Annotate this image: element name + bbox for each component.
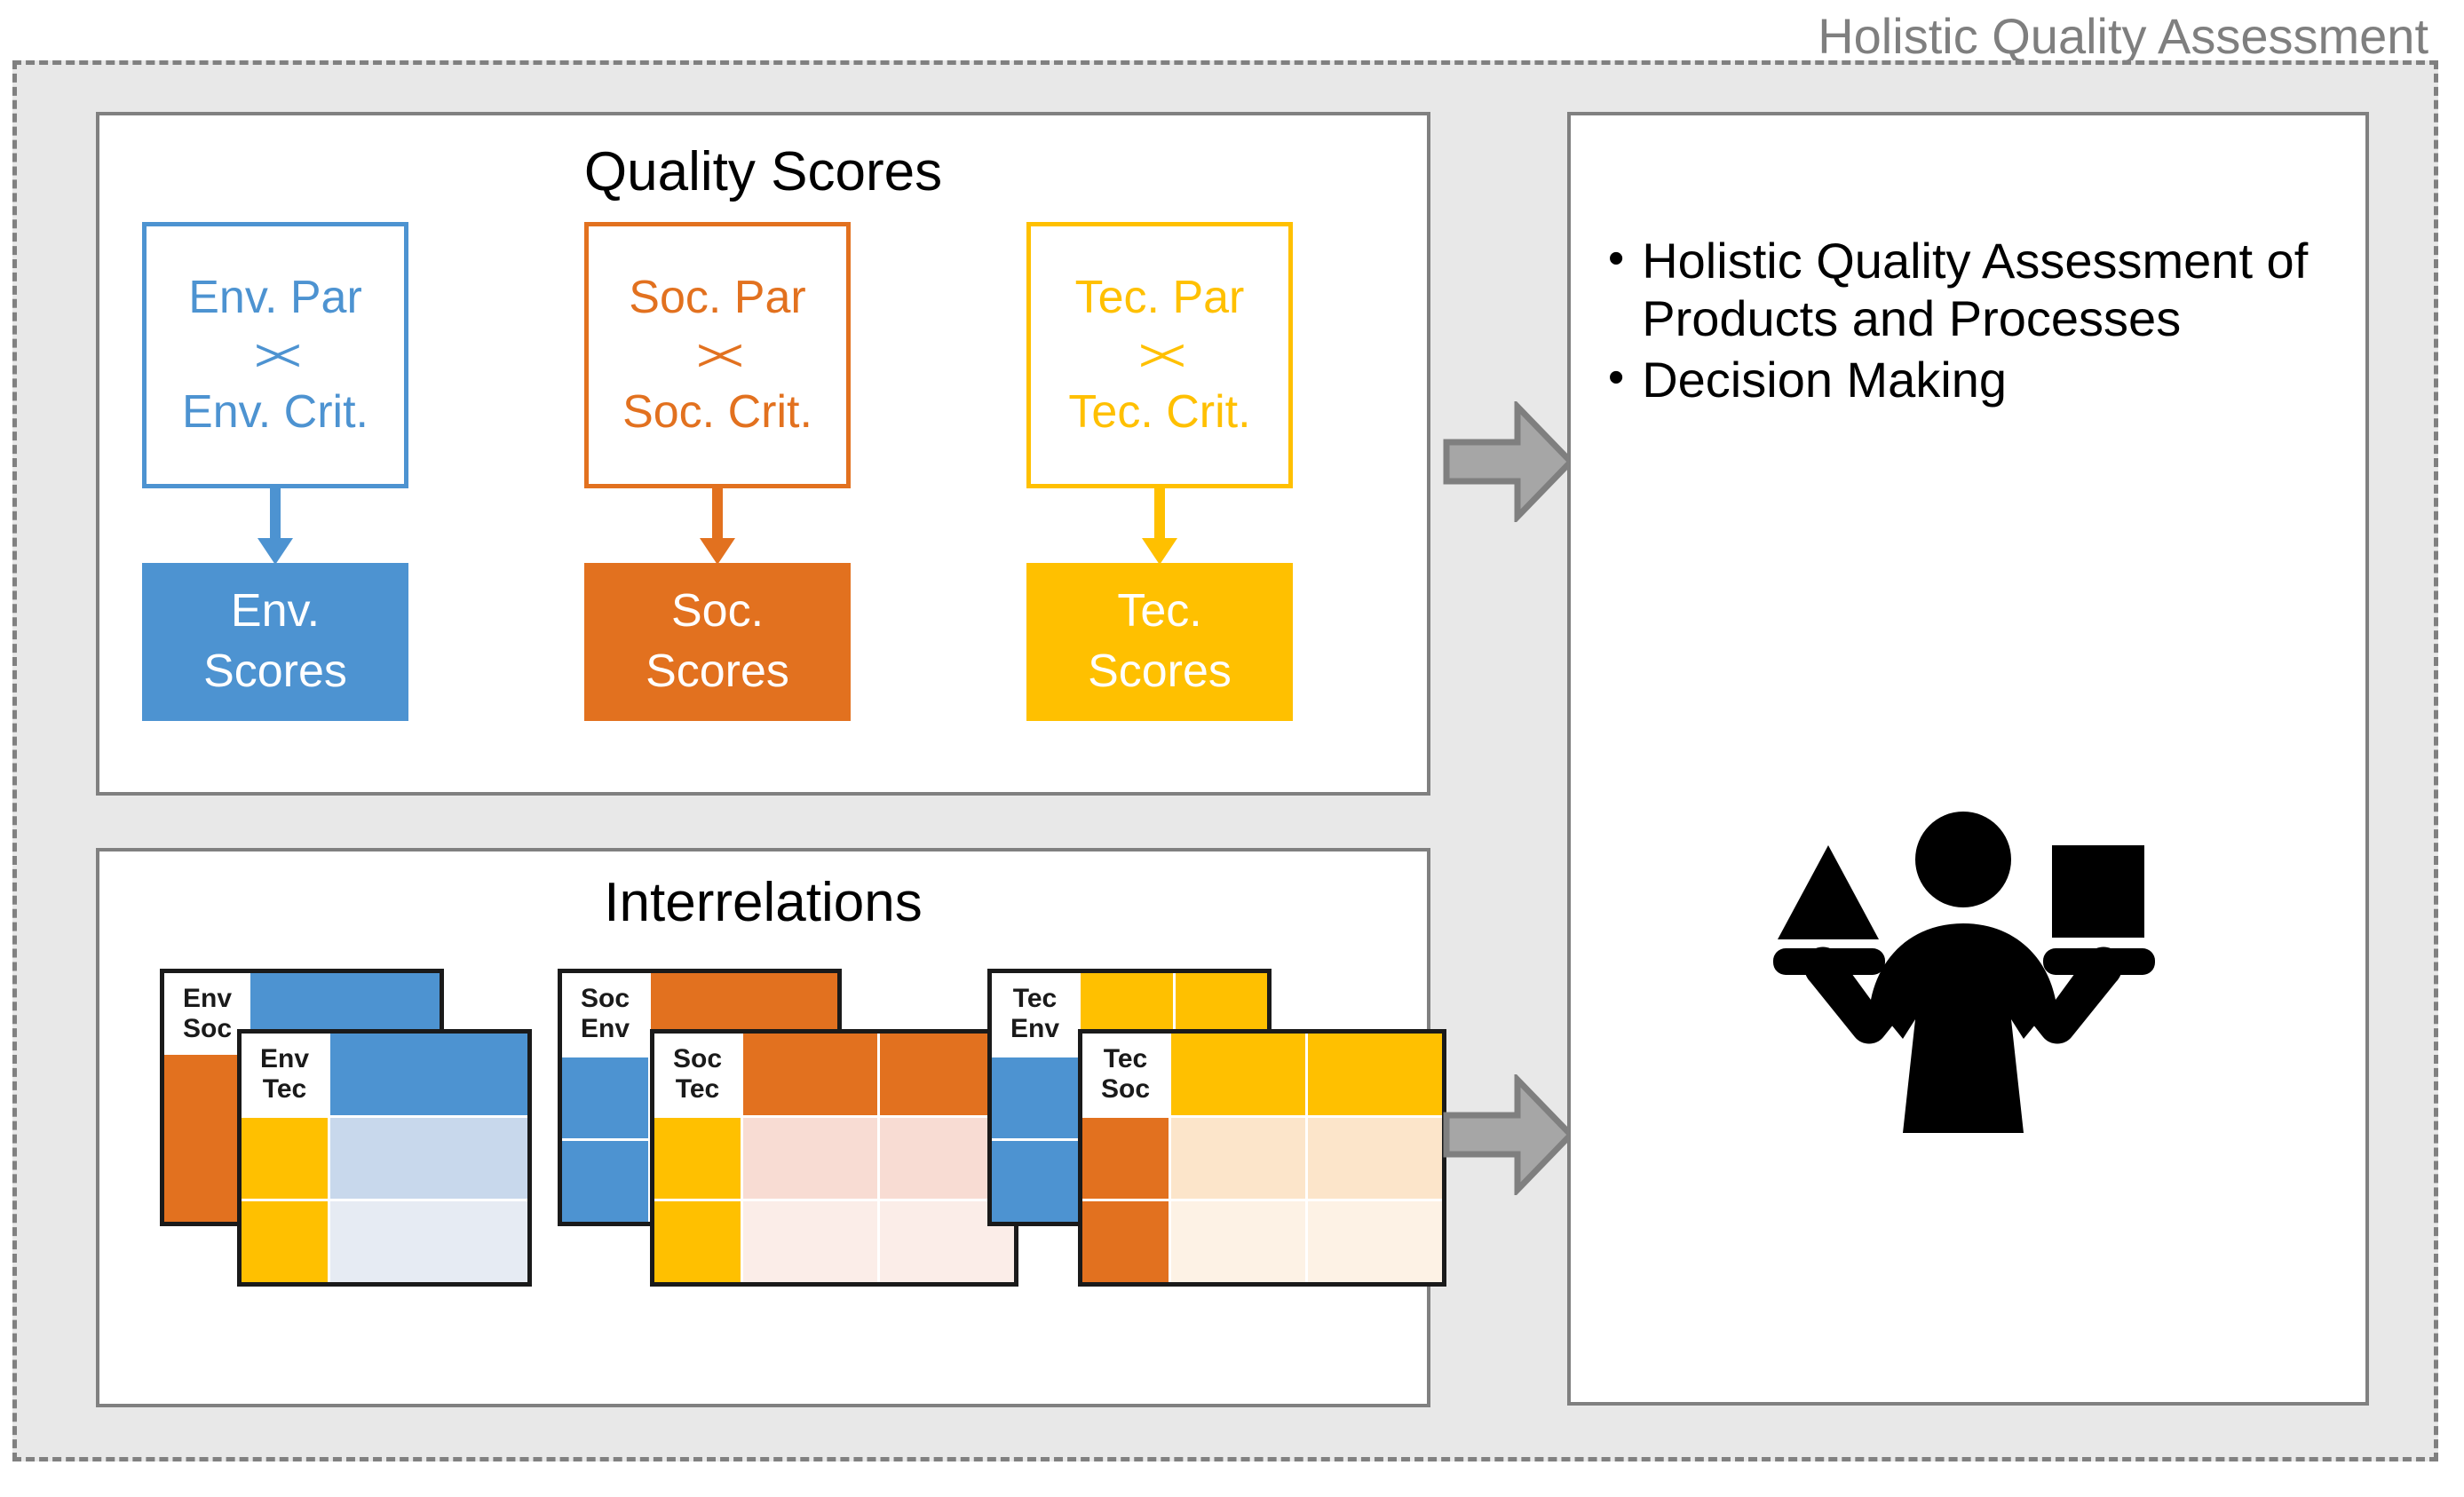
matrix-tec-soc[interactable]: Tec Soc bbox=[1078, 1029, 1446, 1287]
arrow-right-quality-to-output-icon bbox=[1443, 401, 1574, 522]
criteria-box-tec[interactable]: Tec. Par >< Tec. Crit. bbox=[1026, 222, 1293, 488]
matrix-tec-soc-cell-1-2 bbox=[1308, 1118, 1442, 1199]
matrix-env-tec-cell-2 bbox=[330, 1201, 527, 1282]
matrix-tec-env-row-header-1 bbox=[992, 1057, 1078, 1138]
matrix-tec-soc-label: Tec Soc bbox=[1082, 1034, 1169, 1115]
matrix-soc-tec-cell-1-1 bbox=[743, 1118, 877, 1199]
output-bullet-item-1: • Holistic Quality Assessment of Product… bbox=[1608, 233, 2336, 348]
score-box-soc-line2: Scores bbox=[646, 646, 789, 697]
output-bullet-list: • Holistic Quality Assessment of Product… bbox=[1608, 233, 2336, 413]
criteria-box-tec-criteria: Tec. Crit. bbox=[1068, 386, 1251, 439]
criteria-box-soc-parameter: Soc. Par bbox=[629, 272, 806, 324]
criteria-box-soc-operator: >< bbox=[696, 329, 743, 380]
score-box-soc-line1: Soc. bbox=[670, 585, 765, 638]
output-bullet-item-2: • Decision Making bbox=[1608, 352, 2336, 409]
bullet-dot-icon: • bbox=[1608, 233, 1625, 284]
criteria-box-soc-criteria: Soc. Crit. bbox=[622, 386, 812, 439]
score-box-tec[interactable]: Tec. Scores bbox=[1026, 563, 1293, 721]
matrix-soc-tec-header-1 bbox=[743, 1034, 877, 1115]
matrix-soc-tec[interactable]: Soc Tec bbox=[650, 1029, 1018, 1287]
matrix-soc-tec-label-line1: Soc bbox=[672, 1044, 723, 1074]
arrow-right-interrelations-to-output-icon bbox=[1443, 1074, 1574, 1195]
quality-scores-title: Quality Scores bbox=[583, 141, 943, 202]
matrix-tec-soc-label-line2: Soc bbox=[1100, 1074, 1151, 1104]
matrix-tec-env-label: Tec Env bbox=[992, 973, 1078, 1055]
output-panel: • Holistic Quality Assessment of Product… bbox=[1567, 112, 2369, 1406]
score-box-env-line2: Scores bbox=[203, 646, 347, 697]
criteria-box-tec-operator: >< bbox=[1138, 329, 1185, 380]
bullet-dot-icon: • bbox=[1608, 351, 1625, 403]
score-box-soc[interactable]: Soc. Scores bbox=[584, 563, 851, 721]
quality-scores-panel: Quality Scores Env. Par >< Env. Crit. So… bbox=[96, 112, 1430, 796]
score-box-env[interactable]: Env. Scores bbox=[142, 563, 408, 721]
matrix-env-tec-cell-1 bbox=[330, 1118, 527, 1199]
matrix-env-tec-row-header-2 bbox=[242, 1201, 328, 1282]
matrix-tec-soc-cell-1-1 bbox=[1171, 1118, 1305, 1199]
criteria-box-soc[interactable]: Soc. Par >< Soc. Crit. bbox=[584, 222, 851, 488]
matrix-tec-soc-header-1 bbox=[1171, 1034, 1305, 1115]
matrix-tec-env-label-line2: Env bbox=[1010, 1014, 1060, 1043]
matrix-soc-tec-row-header-2 bbox=[654, 1201, 741, 1282]
criteria-box-env-parameter: Env. Par bbox=[188, 272, 362, 324]
matrix-tec-env-label-line1: Tec bbox=[1012, 984, 1058, 1014]
score-box-tec-line2: Scores bbox=[1088, 646, 1232, 697]
matrix-soc-env-row-header-2 bbox=[562, 1141, 648, 1222]
matrix-soc-env-label: Soc Env bbox=[562, 973, 648, 1055]
matrix-tec-soc-header-2 bbox=[1308, 1034, 1442, 1115]
matrix-tec-soc-row-header-1 bbox=[1082, 1118, 1169, 1199]
matrix-env-soc-label-line1: Env bbox=[182, 984, 233, 1014]
matrix-soc-tec-label: Soc Tec bbox=[654, 1034, 741, 1115]
matrix-soc-env-row-header-1 bbox=[562, 1057, 648, 1138]
criteria-box-tec-parameter: Tec. Par bbox=[1074, 272, 1245, 324]
matrix-env-tec-row-header-1 bbox=[242, 1118, 328, 1199]
person-holding-shapes-icon bbox=[1773, 812, 2155, 1133]
matrix-env-tec-header bbox=[330, 1034, 527, 1115]
arrow-down-env-icon bbox=[257, 488, 293, 565]
matrix-env-soc-label-line2: Soc bbox=[182, 1014, 233, 1043]
matrix-env-tec-label-line2: Tec bbox=[262, 1074, 307, 1104]
criteria-box-env[interactable]: Env. Par >< Env. Crit. bbox=[142, 222, 408, 488]
score-box-env-line1: Env. bbox=[230, 585, 321, 638]
matrix-soc-tec-row-header-1 bbox=[654, 1118, 741, 1199]
score-box-tec-line1: Tec. bbox=[1117, 585, 1202, 638]
output-bullet-text-2: Decision Making bbox=[1642, 351, 2008, 408]
matrix-soc-env-label-line1: Soc bbox=[580, 984, 630, 1014]
arrow-down-soc-icon bbox=[700, 488, 735, 565]
diagram-title: Holistic Quality Assessment bbox=[1818, 8, 2428, 64]
criteria-box-env-operator: >< bbox=[254, 329, 301, 380]
matrix-tec-env-row-header-2 bbox=[992, 1141, 1078, 1222]
matrix-soc-tec-cell-2-1 bbox=[743, 1201, 877, 1282]
matrix-soc-tec-label-line2: Tec bbox=[675, 1074, 720, 1104]
matrix-env-soc-row-header bbox=[164, 1055, 250, 1222]
matrix-env-tec[interactable]: Env Tec bbox=[237, 1029, 532, 1287]
arrow-down-tec-icon bbox=[1142, 488, 1177, 565]
interrelations-panel: Interrelations Env Soc Env Tec bbox=[96, 848, 1446, 1407]
interrelations-title: Interrelations bbox=[604, 872, 923, 933]
matrix-tec-soc-cell-2-1 bbox=[1171, 1201, 1305, 1282]
matrix-tec-soc-row-header-2 bbox=[1082, 1201, 1169, 1282]
matrix-tec-soc-label-line1: Tec bbox=[1103, 1044, 1148, 1074]
matrix-env-tec-label-line1: Env bbox=[259, 1044, 310, 1074]
criteria-box-env-criteria: Env. Crit. bbox=[182, 386, 368, 439]
matrix-env-soc-label: Env Soc bbox=[164, 973, 250, 1055]
matrix-tec-soc-cell-2-2 bbox=[1308, 1201, 1442, 1282]
matrix-soc-env-label-line2: Env bbox=[580, 1014, 630, 1043]
matrix-env-tec-label: Env Tec bbox=[242, 1034, 328, 1115]
output-bullet-text-1: Holistic Quality Assessment of Products … bbox=[1642, 233, 2309, 346]
